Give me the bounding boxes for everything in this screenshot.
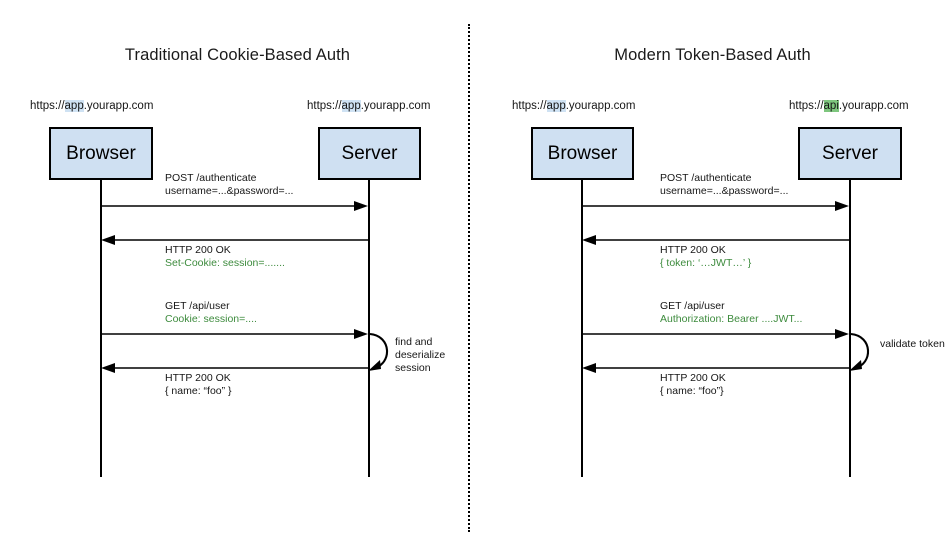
left-server-url-suffix: .yourapp.com — [360, 100, 431, 112]
right-browser-url-suffix: .yourapp.com — [565, 100, 636, 112]
left-message-label-1: POST /authenticate username=...&password… — [165, 172, 293, 198]
right-server-url-suffix: .yourapp.com — [838, 100, 909, 112]
left-browser-lifeline — [100, 180, 102, 477]
left-arrow-3 — [101, 329, 368, 339]
right-message-label-3: GET /api/user Authorization: Bearer ....… — [660, 300, 802, 326]
right-arrow-4 — [582, 363, 850, 373]
right-message-1-line2: username=...&password=... — [660, 185, 789, 197]
right-message-1-line1: POST /authenticate — [660, 172, 752, 184]
left-message-label-2: HTTP 200 OK Set-Cookie: session=....... — [165, 244, 285, 270]
left-browser-url-prefix: https:// — [30, 100, 65, 112]
right-message-label-2: HTTP 200 OK { token: ‘…JWT…’ } — [660, 244, 751, 270]
right-server-lifeline — [849, 180, 851, 477]
right-browser-url: https://app.yourapp.com — [512, 100, 635, 112]
left-message-3-line1: GET /api/user — [165, 300, 230, 312]
right-browser-lifeline — [581, 180, 583, 477]
left-self-loop-note-line3: session — [395, 362, 431, 374]
right-message-2-line2: { token: ‘…JWT…’ } — [660, 257, 752, 269]
right-self-loop-arc — [849, 332, 870, 371]
left-browser-url-suffix: .yourapp.com — [83, 100, 154, 112]
left-server-lifeline — [368, 180, 370, 477]
left-server-actor-box[interactable]: Server — [318, 127, 421, 180]
right-server-url-prefix: https:// — [789, 100, 824, 112]
left-panel-title: Traditional Cookie-Based Auth — [124, 46, 351, 64]
left-message-label-4: HTTP 200 OK { name: “foo” } — [165, 372, 232, 398]
right-panel-title: Modern Token-Based Auth — [614, 46, 811, 64]
left-arrow-2 — [101, 235, 369, 245]
left-message-1-line2: username=...&password=... — [165, 185, 294, 197]
panel-divider — [468, 24, 470, 532]
right-arrow-2 — [582, 235, 850, 245]
right-server-url: https://api.yourapp.com — [789, 100, 909, 112]
left-message-label-3: GET /api/user Cookie: session=.... — [165, 300, 257, 326]
right-message-4-line2: { name: “foo”} — [660, 385, 724, 397]
right-arrow-3 — [582, 329, 849, 339]
right-message-4-line1: HTTP 200 OK — [660, 372, 726, 384]
right-server-url-highlight: api — [823, 100, 839, 112]
left-message-4-line1: HTTP 200 OK — [165, 372, 231, 384]
right-self-loop-note: validate token — [880, 338, 945, 351]
right-browser-url-highlight: app — [546, 100, 566, 112]
right-self-loop-note-line1: validate token — [880, 338, 945, 350]
right-message-label-4: HTTP 200 OK { name: “foo”} — [660, 372, 726, 398]
right-message-label-1: POST /authenticate username=...&password… — [660, 172, 788, 198]
left-message-2-line1: HTTP 200 OK — [165, 244, 231, 256]
right-message-2-line1: HTTP 200 OK — [660, 244, 726, 256]
left-self-loop-note-line1: find and — [395, 336, 433, 348]
left-arrow-1 — [101, 201, 368, 211]
left-self-loop-arc — [368, 332, 389, 371]
left-self-loop-note-line2: deserialize — [395, 349, 446, 361]
right-browser-actor-box[interactable]: Browser — [531, 127, 634, 180]
left-arrow-4 — [101, 363, 369, 373]
left-message-1-line1: POST /authenticate — [165, 172, 257, 184]
right-browser-url-prefix: https:// — [512, 100, 547, 112]
right-message-3-line2: Authorization: Bearer ....JWT... — [660, 313, 803, 325]
left-browser-url-highlight: app — [64, 100, 84, 112]
left-server-url: https://app.yourapp.com — [307, 100, 430, 112]
left-server-url-prefix: https:// — [307, 100, 342, 112]
right-server-actor-box[interactable]: Server — [798, 127, 902, 180]
left-message-3-line2: Cookie: session=.... — [165, 313, 257, 325]
left-message-2-line2: Set-Cookie: session=....... — [165, 257, 285, 269]
left-browser-url: https://app.yourapp.com — [30, 100, 153, 112]
right-message-3-line1: GET /api/user — [660, 300, 725, 312]
left-message-4-line2: { name: “foo” } — [165, 385, 232, 397]
left-server-url-highlight: app — [341, 100, 361, 112]
left-self-loop-note: find and deserialize session — [395, 336, 445, 375]
right-arrow-1 — [582, 201, 849, 211]
left-browser-actor-box[interactable]: Browser — [49, 127, 153, 180]
